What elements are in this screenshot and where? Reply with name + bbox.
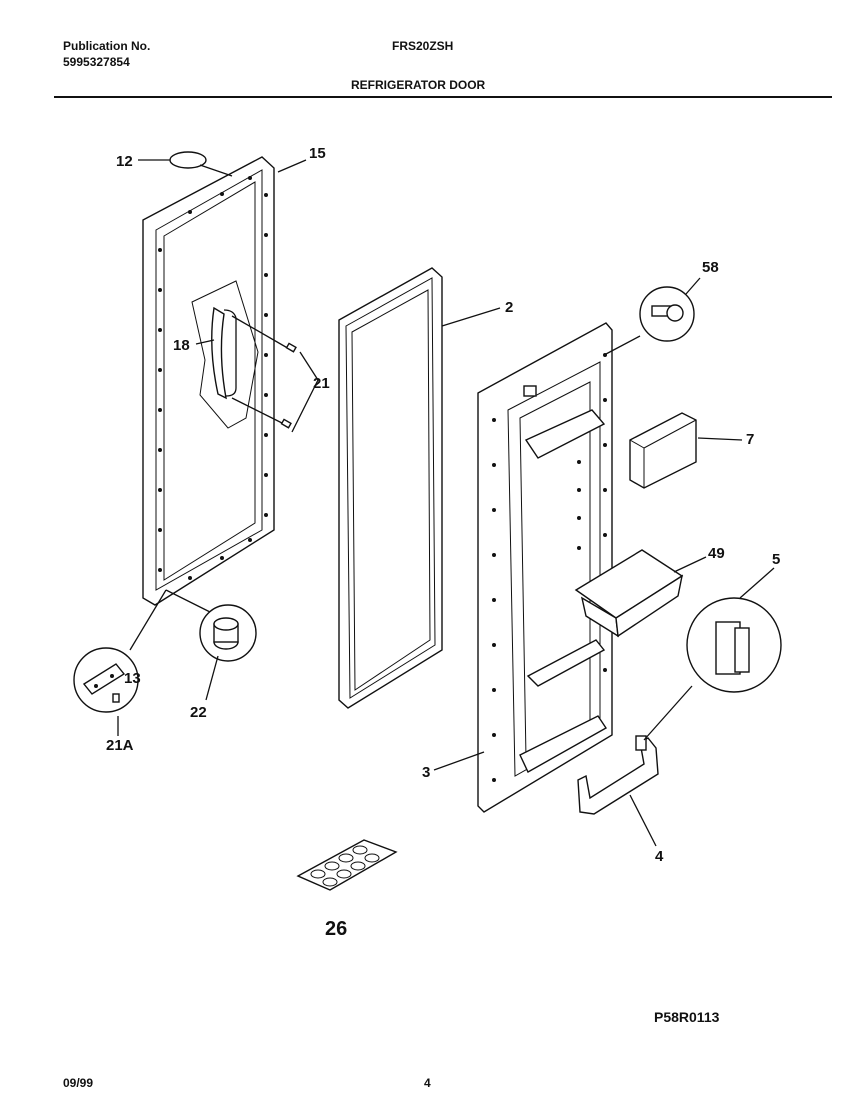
callout-13: 13 [124, 670, 141, 687]
callout-5: 5 [772, 551, 780, 568]
leader-lines [117, 159, 775, 847]
part-4-bracket [577, 735, 659, 815]
model-number: FRS20ZSH [392, 39, 454, 53]
part-22-bushing [199, 604, 257, 662]
callout-18: 18 [173, 337, 190, 354]
callout-7: 7 [746, 431, 754, 448]
part-21-screws [231, 315, 297, 429]
callout-22: 22 [190, 704, 207, 721]
part-3-inner-liner [477, 322, 613, 813]
part-7-cover [629, 412, 697, 489]
callout-15: 15 [309, 145, 326, 162]
callout-21a: 21A [106, 737, 134, 754]
callout-3: 3 [422, 764, 430, 781]
callout-49: 49 [708, 545, 725, 562]
page-number: 4 [424, 1076, 431, 1090]
part-18-handle [191, 280, 259, 429]
callout-2: 2 [505, 299, 513, 316]
part-49-shelf-bin [574, 549, 684, 638]
callout-21: 21 [313, 375, 330, 392]
publication-number: 5995327854 [63, 55, 130, 69]
callout-4: 4 [655, 848, 664, 865]
header-rule [54, 96, 832, 98]
part-15-door-panel [142, 156, 275, 606]
callout-26: 26 [325, 918, 347, 940]
part-5-clip [686, 597, 782, 693]
callout-58: 58 [702, 259, 719, 276]
drawing-code: P58R0113 [654, 1009, 720, 1025]
part-58-screw [639, 286, 695, 342]
publication-label: Publication No. [63, 39, 151, 53]
footer-date: 09/99 [63, 1076, 94, 1090]
part-26-egg-tray [296, 839, 398, 891]
part-13-hinge-detail [73, 647, 139, 713]
part-2-gasket [338, 267, 443, 709]
section-title: REFRIGERATOR DOOR [351, 78, 486, 92]
callout-12: 12 [116, 153, 133, 170]
